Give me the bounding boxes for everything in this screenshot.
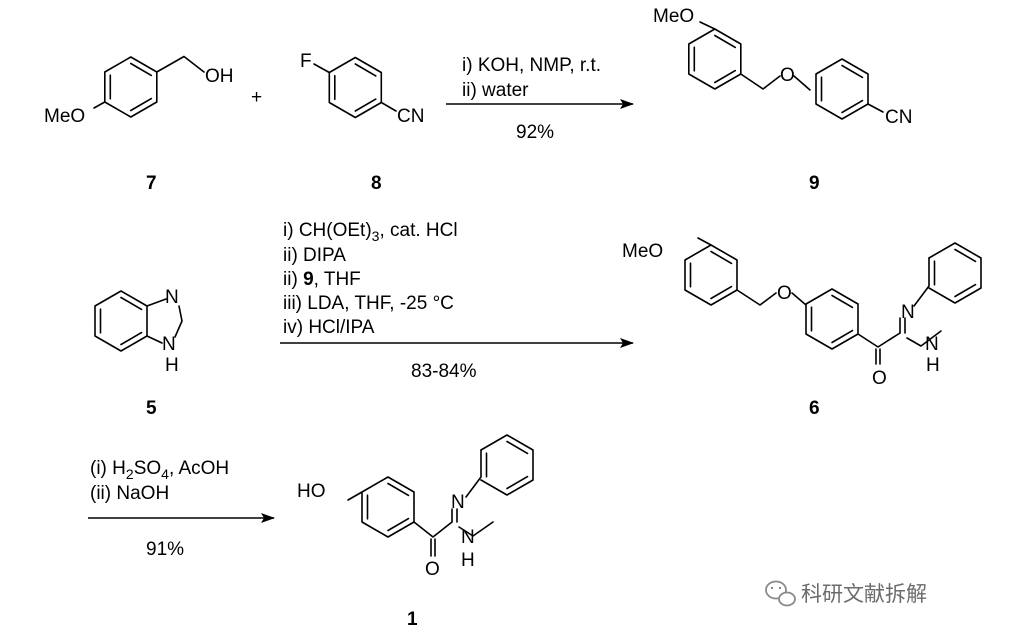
step3-condition-1: (i) H2SO4, AcOH [90,458,229,482]
compound-1-nh-h-label: H [461,550,475,571]
step2-yield: 83-84% [411,361,477,382]
watermark-text: 科研文献拆解 [801,582,927,606]
step1-condition-2: ii) water [462,80,529,101]
compound-7-oh-label: OH [205,66,234,87]
plus-sign: + [251,87,262,108]
compound-7-structure [93,55,205,118]
compound-9-number: 9 [809,173,820,194]
compound-1-ho-label: HO [297,481,326,502]
wechat-icon [765,580,796,607]
compound-7-number: 7 [146,173,157,194]
compound-5-number: 5 [146,398,157,419]
compound-6-structure [684,237,982,365]
compound-7-meo-label: MeO [44,106,85,127]
step3-condition-2: (ii) NaOH [90,483,169,504]
compound-1-n-label: N [451,492,465,513]
compound-8-f-label: F [300,51,312,72]
step2-condition-1: i) CH(OEt)3, cat. HCl [283,220,458,244]
compound-6-number: 6 [809,398,820,419]
compound-9-ether-o-label: O [780,65,795,86]
step2-condition-5: iv) HCl/IPA [283,317,375,338]
step1-yield: 92% [516,122,554,143]
compound-6-n-label: N [901,302,915,323]
compound-8-number: 8 [371,173,382,194]
compound-6-meo-label: MeO [622,241,663,262]
compound-9-cn-label: CN [885,107,912,128]
compound-1-nh-n-label: N [461,527,475,548]
compound-8-structure [313,56,397,119]
compound-1-structure [347,434,534,557]
compound-5-nh-h-label: H [165,355,179,376]
compound-6-nh-h-label: H [926,355,940,376]
compound-1-carbonyl-o-label: O [425,559,440,580]
step3-yield: 91% [146,539,184,560]
step2-condition-3: ii) 9, THF [283,269,361,290]
compound-6-ether-o-label: O [777,283,792,304]
compound-5-n-label: N [165,287,179,308]
compound-5-nh-n-label: N [162,334,176,355]
compound-6-nh-n-label: N [925,334,939,355]
compound-1-number: 1 [407,609,418,630]
compound-8-cn-label: CN [397,106,424,127]
step2-condition-2: ii) DIPA [283,245,346,266]
compound-5-structure [94,290,183,352]
step2-condition-4: iii) LDA, THF, -25 °C [283,293,454,314]
compound-9-structure [688,21,884,120]
step1-condition-1: i) KOH, NMP, r.t. [462,55,601,76]
compound-6-carbonyl-o-label: O [872,368,887,389]
compound-9-meo-label: MeO [653,6,694,27]
